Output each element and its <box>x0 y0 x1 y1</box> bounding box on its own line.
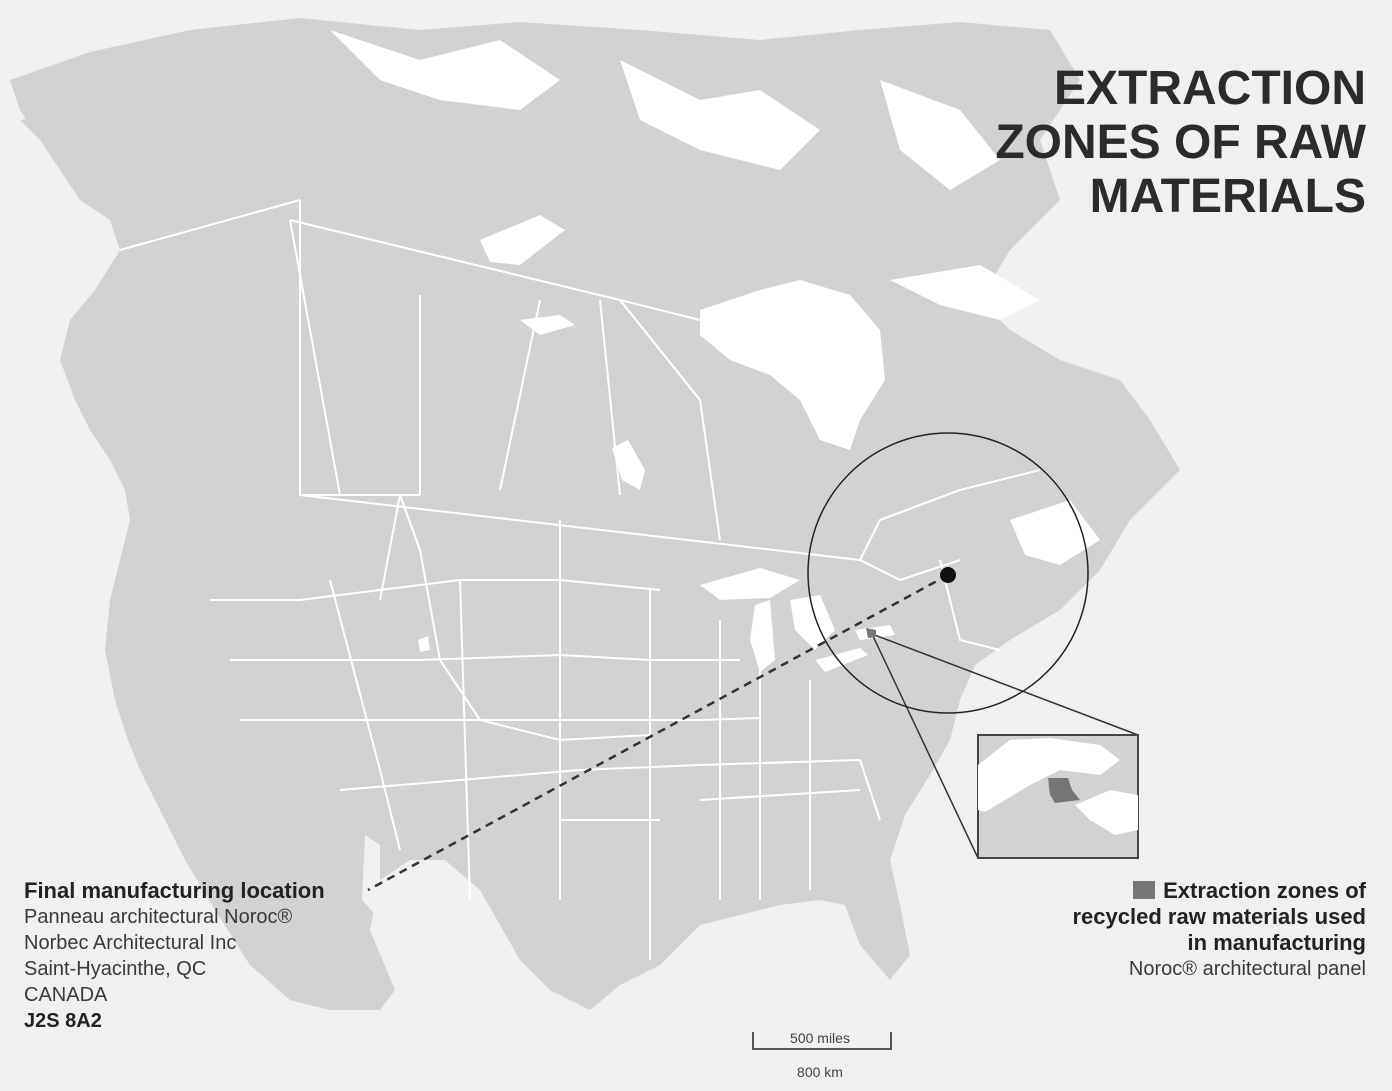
scale-miles: 500 miles <box>790 1030 850 1046</box>
title-line-1: EXTRACTION <box>1054 62 1366 115</box>
title-line-3: MATERIALS <box>1089 170 1366 223</box>
title-line-2: ZONES OF RAW <box>995 116 1366 169</box>
manufacturing-line-1: Panneau architectural Noroc® <box>24 906 293 928</box>
inset-extraction-zone <box>1048 778 1080 803</box>
extraction-heading-line-2: recycled raw materials used <box>1072 904 1367 929</box>
hudson-bay <box>700 280 885 450</box>
leader-line <box>367 573 949 892</box>
zoom-callout <box>866 628 1139 859</box>
manufacturing-line-2: Norbec Architectural Inc <box>24 932 237 954</box>
manufacturing-line-4: CANADA <box>24 984 108 1006</box>
scale-bar-line <box>752 1032 892 1050</box>
extraction-swatch-icon <box>1133 881 1156 899</box>
extraction-zone-marker <box>866 628 876 638</box>
hudson-strait <box>890 265 1040 320</box>
aleutian-chain <box>20 110 95 140</box>
scale-km: 800 km <box>797 1064 843 1080</box>
extraction-heading-text-1: Extraction zones of <box>1163 878 1366 903</box>
manufacturing-line-3: Saint-Hyacinthe, QC <box>24 958 207 980</box>
extraction-product: Noroc® architectural panel <box>1128 958 1366 980</box>
extraction-heading-line-3: in manufacturing <box>1187 930 1366 955</box>
manufacturing-location-label: Final manufacturing location Panneau arc… <box>24 878 325 1034</box>
great-salt-lake <box>418 636 430 652</box>
inset-water-2 <box>1075 790 1138 835</box>
lake-winnipeg <box>612 440 645 490</box>
lake-superior <box>700 568 800 600</box>
manufacturing-location-marker <box>940 567 956 583</box>
arctic-channel-3 <box>880 80 1000 190</box>
inset-water <box>978 738 1120 812</box>
north-america-landmass <box>10 18 1180 1010</box>
extraction-heading-line-1: Extraction zones of <box>986 878 1366 904</box>
gulf-st-lawrence <box>1010 500 1100 565</box>
map-title: EXTRACTION ZONES OF RAW MATERIALS <box>946 62 1366 224</box>
arctic-channel-2 <box>620 60 820 170</box>
lake-michigan <box>750 600 775 672</box>
lake-erie <box>815 648 868 672</box>
arctic-channel-1 <box>330 30 560 110</box>
scale-bar: 500 miles 800 km <box>752 1028 892 1084</box>
radius-circle <box>807 432 1089 714</box>
manufacturing-postal-code: J2S 8A2 <box>24 1010 102 1032</box>
great-bear-lake <box>480 215 565 265</box>
extraction-legend: Extraction zones of recycled raw materia… <box>986 878 1367 982</box>
gulf-of-california <box>362 835 380 920</box>
political-borders <box>119 199 1041 960</box>
manufacturing-heading: Final manufacturing location <box>24 878 325 903</box>
